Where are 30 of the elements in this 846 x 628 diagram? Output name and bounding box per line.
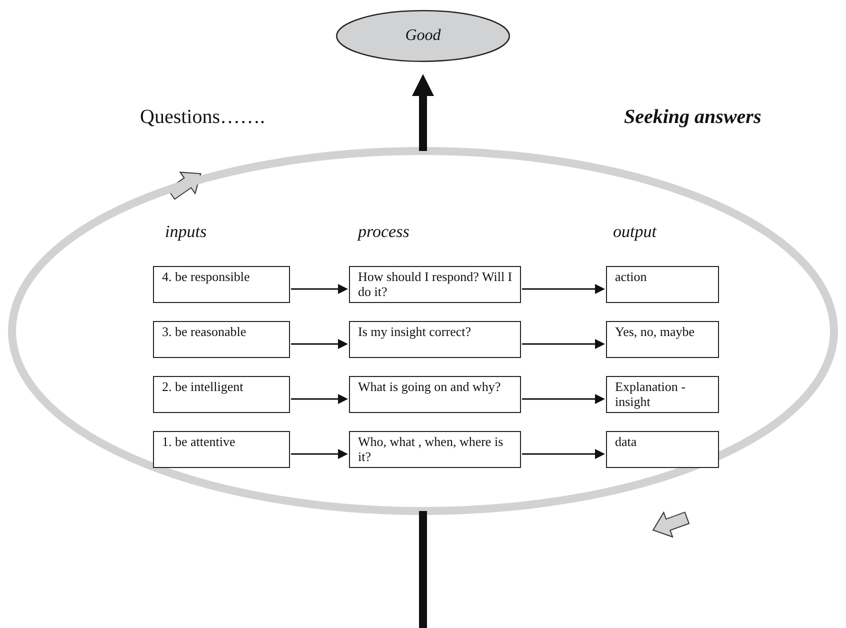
connector-line <box>419 511 427 628</box>
arrow <box>412 74 434 151</box>
arrow <box>291 284 348 294</box>
step-box: Explanation - insight <box>606 376 719 413</box>
arrow <box>522 284 605 294</box>
goal-label: Good <box>405 27 441 45</box>
step-box: 1. be attentive <box>153 431 290 468</box>
column-heading: process <box>358 222 410 242</box>
step-box: 4. be responsible <box>153 266 290 303</box>
question-heading: Questions……. <box>140 106 265 129</box>
step-box: What is going on and why? <box>349 376 521 413</box>
arrow <box>291 394 348 404</box>
arrow <box>291 449 348 459</box>
arrow <box>522 449 605 459</box>
step-box: Is my insight correct? <box>349 321 521 358</box>
step-box: Who, what , when, where is it? <box>349 431 521 468</box>
answer-heading: Seeking answers <box>624 106 762 129</box>
step-box: Yes, no, maybe <box>606 321 719 358</box>
arrow <box>522 339 605 349</box>
step-box: 3. be reasonable <box>153 321 290 358</box>
step-box: 2. be intelligent <box>153 376 290 413</box>
arrow <box>522 394 605 404</box>
column-heading: output <box>613 222 656 242</box>
step-box: action <box>606 266 719 303</box>
goal-ellipse <box>336 10 510 62</box>
step-box: data <box>606 431 719 468</box>
cycle-ring <box>8 147 838 515</box>
arrow <box>291 339 348 349</box>
step-box: How should I respond? Will I do it? <box>349 266 521 303</box>
column-heading: inputs <box>165 222 207 242</box>
